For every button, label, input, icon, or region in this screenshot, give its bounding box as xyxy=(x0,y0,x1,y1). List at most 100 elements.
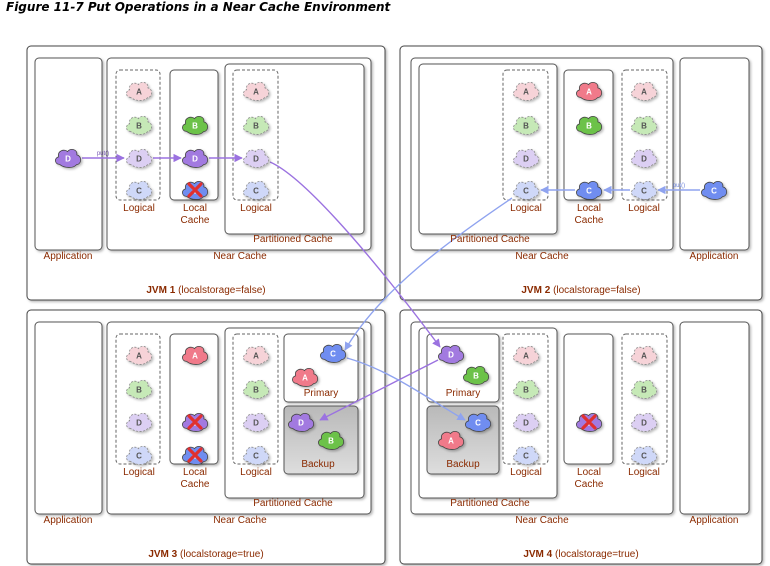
logical-column xyxy=(232,333,279,465)
cloud-icon-c: C xyxy=(182,445,209,465)
backup-label: Backup xyxy=(446,459,480,470)
cloud-letter: D xyxy=(448,351,454,360)
jvm-label-2: JVM 2 (localstorage=false) xyxy=(521,285,640,296)
logical-column xyxy=(502,333,549,465)
partitioned-cache-label: Partitioned Cache xyxy=(450,234,530,245)
cloud-icon-c: C xyxy=(576,180,603,200)
cloud-letter: D xyxy=(65,155,71,164)
jvm-name: JVM 2 xyxy=(521,285,553,296)
logical-label: Logical xyxy=(123,203,155,214)
jvm-setting: (localstorage=true) xyxy=(180,549,264,560)
cloud-letter: A xyxy=(641,352,647,361)
cloud-letter: C xyxy=(475,419,481,428)
cloud-letter: B xyxy=(523,122,529,131)
cloud-letter: D xyxy=(298,419,304,428)
logical-label: Logical xyxy=(510,203,542,214)
cloud-icon-d: D xyxy=(288,412,315,432)
jvm-setting: (localstorage=false) xyxy=(553,285,641,296)
cloud-icon-c: C xyxy=(126,180,153,200)
figure-title: Figure 11-7 Put Operations in a Near Cac… xyxy=(6,0,391,14)
cloud-letter: B xyxy=(328,437,334,446)
cloud-letter: D xyxy=(641,155,647,164)
cache-label: Cache xyxy=(181,215,210,226)
cloud-icon-b: B xyxy=(631,379,658,399)
cloud-letter: C xyxy=(711,187,717,196)
cloud-icon-b: B xyxy=(126,115,153,135)
jvm-setting: (localstorage=true) xyxy=(555,549,639,560)
cloud-icon-c: C xyxy=(320,343,347,363)
local-label: Local xyxy=(577,203,601,214)
red-x-icon xyxy=(187,414,203,430)
cloud-letter: C xyxy=(641,452,647,461)
cloud-letter: A xyxy=(192,352,198,361)
logical-column xyxy=(232,69,279,201)
cloud-icon-a: A xyxy=(631,345,658,365)
logical-label: Logical xyxy=(240,467,272,478)
cloud-letter: A xyxy=(448,437,454,446)
cloud-letter: C xyxy=(586,187,592,196)
logical-column xyxy=(502,69,549,201)
cloud-letter: D xyxy=(253,155,259,164)
cloud-icon-b: B xyxy=(463,365,490,385)
cloud-icon-a: A xyxy=(513,81,540,101)
cloud-letter: A xyxy=(586,88,592,97)
red-x-icon xyxy=(187,182,203,198)
cloud-letter: D xyxy=(523,419,529,428)
cloud-letter: A xyxy=(641,88,647,97)
near-cache-label: Near Cache xyxy=(515,515,569,526)
application-panel-3 xyxy=(34,321,103,515)
jvm-label-3: JVM 3 (localstorage=true) xyxy=(148,549,263,560)
logical-label: Logical xyxy=(628,467,660,478)
cloud-icon-b: B xyxy=(576,115,603,135)
cloud-icon-d: D xyxy=(513,412,540,432)
cloud-letter: D xyxy=(136,155,142,164)
cloud-icon-a: A xyxy=(292,367,319,387)
cloud-icon-b: B xyxy=(513,379,540,399)
cloud-icon-c: C xyxy=(182,180,209,200)
cloud-icon-d: D xyxy=(631,148,658,168)
cloud-icon-c: C xyxy=(631,180,658,200)
cloud-letter: D xyxy=(136,419,142,428)
cloud-letter: A xyxy=(302,374,308,383)
cloud-letter: D xyxy=(641,419,647,428)
near-cache-label: Near Cache xyxy=(213,251,267,262)
application-label: Application xyxy=(44,251,93,262)
cloud-icon-a: A xyxy=(126,81,153,101)
cloud-icon-c: C xyxy=(513,445,540,465)
cloud-icon-d: D xyxy=(182,148,209,168)
cloud-letter: A xyxy=(253,352,259,361)
cache-label: Cache xyxy=(575,479,604,490)
application-panel-2 xyxy=(679,57,750,251)
cloud-icon-d: D xyxy=(513,148,540,168)
cloud-letter: B xyxy=(641,386,647,395)
cloud-icon-b: B xyxy=(631,115,658,135)
backup-label: Backup xyxy=(301,459,335,470)
cloud-icon-d: D xyxy=(243,412,270,432)
cloud-letter: C xyxy=(523,187,529,196)
cloud-letter: D xyxy=(523,155,529,164)
cloud-letter: A xyxy=(253,88,259,97)
logical-column xyxy=(621,69,668,201)
cloud-letter: B xyxy=(473,372,479,381)
primary-label: Primary xyxy=(304,388,338,399)
cloud-letter: C xyxy=(253,187,259,196)
logical-column xyxy=(115,333,161,465)
cloud-letter: A xyxy=(136,352,142,361)
cloud-icon-c: C xyxy=(126,445,153,465)
cloud-icon-c: C xyxy=(513,180,540,200)
cloud-letter: D xyxy=(192,155,198,164)
partitioned-cache-label: Partitioned Cache xyxy=(450,498,530,509)
cloud-letter: C xyxy=(136,187,142,196)
cloud-letter: A xyxy=(136,88,142,97)
backup-arrow-jvm3-to-jvm4 xyxy=(346,357,466,421)
cloud-icon-c: C xyxy=(243,180,270,200)
logical-label: Logical xyxy=(628,203,660,214)
cloud-letter: C xyxy=(641,187,647,196)
red-x-icon xyxy=(187,447,203,463)
partitioned-cache-label: Partitioned Cache xyxy=(253,498,333,509)
jvm-name: JVM 1 xyxy=(146,285,178,296)
cloud-letter: C xyxy=(330,350,336,359)
application-label: Application xyxy=(690,515,739,526)
logical-label: Logical xyxy=(123,467,155,478)
local-cache-column xyxy=(563,333,614,465)
